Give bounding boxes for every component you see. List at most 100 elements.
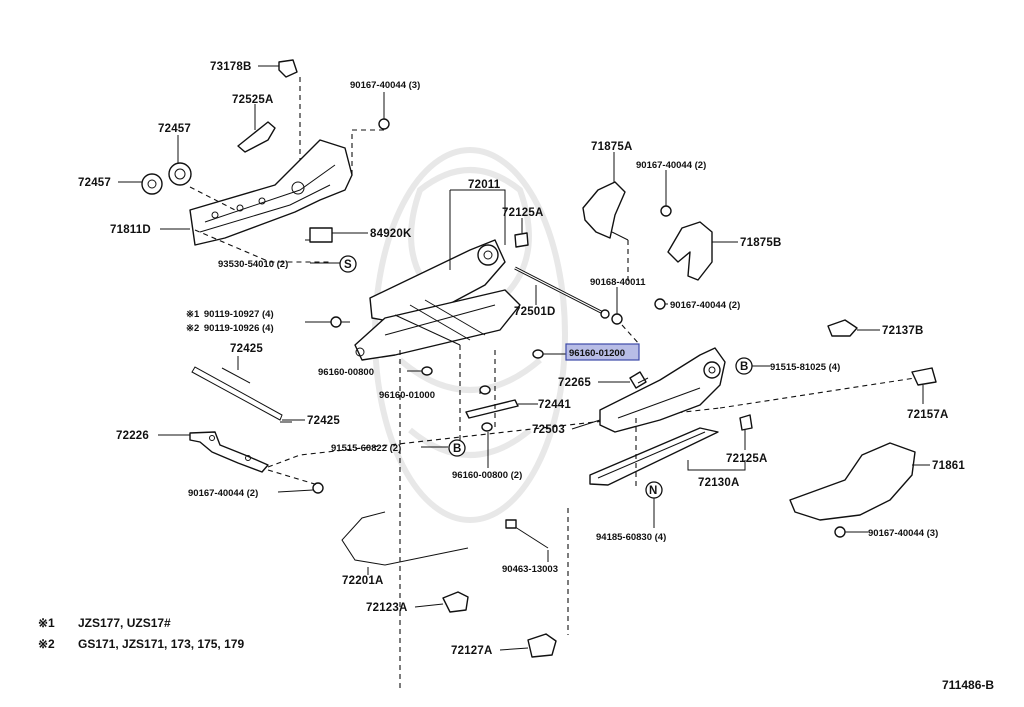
label-84920K[interactable]: 84920K (370, 228, 412, 240)
bolt-90167-40044-top[interactable] (378, 112, 390, 130)
label-72157A[interactable]: 72157A (907, 409, 948, 421)
ring-96160-00800-left[interactable] (421, 366, 433, 376)
part-labels: 73178B 72525A 72457 72457 71811D 90167-4… (78, 61, 965, 657)
callout-B-right-text: B (740, 361, 749, 373)
label-91515-60822[interactable]: 91515-60822 (2) (331, 443, 401, 454)
label-72457-lower[interactable]: 72457 (78, 177, 111, 189)
diagram-code: 711486-B (942, 678, 994, 692)
wire-72201A[interactable] (341, 511, 469, 566)
label-96160-01000[interactable]: 96160-01000 (379, 390, 435, 401)
cover-71875B[interactable] (667, 221, 713, 281)
label-72503[interactable]: 72503 (532, 424, 565, 436)
label-72226[interactable]: 72226 (116, 430, 149, 442)
label-72125A-top[interactable]: 72125A (502, 207, 543, 219)
bracket-84920K[interactable] (305, 227, 333, 243)
cover-71875A[interactable] (582, 181, 629, 241)
label-90119-10927[interactable]: ※1 90119-10927 (4) (186, 309, 274, 320)
label-71861[interactable]: 71861 (932, 460, 965, 472)
label-72123A[interactable]: 72123A (366, 602, 407, 614)
mark-2: ※2 (186, 323, 199, 334)
label-71875A[interactable]: 71875A (591, 141, 632, 153)
cover-72525A[interactable] (237, 121, 276, 153)
callout-B-center-text: B (453, 443, 462, 455)
footnote-text-1: JZS177, UZS17# (78, 616, 171, 630)
label-72457-upper[interactable]: 72457 (158, 123, 191, 135)
bolt-90167-40044-bottom-right[interactable] (834, 526, 846, 538)
nut-90168-40011[interactable] (611, 313, 623, 325)
label-90167-40044-2-mid[interactable]: 90167-40044 (2) (670, 300, 740, 311)
label-72137B[interactable]: 72137B (882, 325, 923, 337)
bolt-90167-40044-right-upper[interactable] (660, 205, 672, 217)
clip-72125A-top[interactable] (514, 232, 529, 248)
label-72425-lower[interactable]: 72425 (307, 415, 340, 427)
bracket-72157A[interactable] (911, 367, 937, 386)
label-72501D[interactable]: 72501D (514, 306, 555, 318)
footnote-mark-1: ※1 (38, 616, 55, 630)
label-96160-00800-2[interactable]: 96160-00800 (2) (452, 470, 522, 481)
label-72441[interactable]: 72441 (538, 399, 571, 411)
label-72125A-right[interactable]: 72125A (726, 453, 767, 465)
part-72265[interactable] (629, 371, 647, 389)
label-96160-00800[interactable]: 96160-00800 (318, 367, 374, 378)
label-90463-13003[interactable]: 90463-13003 (502, 564, 558, 575)
callout-S: S (339, 255, 357, 273)
label-72265[interactable]: 72265 (558, 377, 591, 389)
callout-N-text: N (649, 485, 658, 497)
ring-96160-01200[interactable] (532, 349, 544, 359)
callout-S-text: S (344, 259, 352, 271)
track-frame-72503[interactable] (599, 347, 726, 433)
label-90167-40044-2-upper[interactable]: 90167-40044 (2) (636, 160, 706, 171)
callout-B-center: B (448, 439, 466, 457)
label-72127A[interactable]: 72127A (451, 645, 492, 657)
bolt-90119[interactable] (330, 316, 350, 328)
label-72011[interactable]: 72011 (468, 179, 501, 191)
label-72201A[interactable]: 72201A (342, 575, 383, 587)
rail-72130A[interactable] (589, 427, 719, 486)
footnote-text-2: GS171, JZS171, 173, 175, 179 (78, 637, 244, 651)
rod-72501D[interactable] (514, 266, 610, 319)
callout-B-right: B (735, 357, 753, 375)
gear-72457-lower[interactable] (141, 173, 163, 195)
label-90119-10926-text: 90119-10926 (4) (204, 323, 274, 334)
label-96160-01200[interactable]: 96160-01200 (569, 348, 625, 359)
label-90119-10927-text: 90119-10927 (4) (204, 309, 274, 320)
label-90167-40044-3-bottom[interactable]: 90167-40044 (3) (868, 528, 938, 539)
label-71875B[interactable]: 71875B (740, 237, 781, 249)
bracket-72137B[interactable] (827, 319, 858, 337)
label-90167-40044-2-left[interactable]: 90167-40044 (2) (188, 488, 258, 499)
bracket-72226[interactable] (189, 431, 269, 473)
mark-1: ※1 (186, 309, 200, 320)
label-91515-81025[interactable]: 91515-81025 (4) (770, 362, 840, 373)
label-73178B[interactable]: 73178B (210, 61, 251, 73)
link-72441[interactable] (465, 399, 519, 419)
clip-72127A[interactable] (527, 633, 557, 658)
label-90167-40044-3-top[interactable]: 90167-40044 (3) (350, 80, 420, 91)
label-90168-40011[interactable]: 90168-40011 (590, 277, 646, 288)
ring-96160-01000[interactable] (479, 385, 491, 395)
clip-72125A-right[interactable] (739, 414, 753, 431)
label-93530-54010[interactable]: 93530-54010 (2) (218, 259, 288, 270)
highlight-box (565, 343, 640, 361)
spring-72425[interactable] (191, 366, 292, 423)
footnotes: ※1 JZS177, UZS17# ※2 GS171, JZS171, 173,… (38, 616, 244, 651)
track-frame-72011[interactable] (354, 239, 521, 361)
leader-lines (118, 65, 930, 651)
shield-71861[interactable] (789, 442, 916, 521)
label-72425-upper[interactable]: 72425 (230, 343, 263, 355)
clip-73178B[interactable] (278, 59, 298, 78)
ring-96160-00800-right[interactable] (481, 422, 493, 432)
label-72525A[interactable]: 72525A (232, 94, 273, 106)
bolt-90167-40044-right-mid[interactable] (654, 298, 666, 310)
bolt-90167-40044-left[interactable] (312, 482, 324, 494)
label-71811D[interactable]: 71811D (110, 224, 151, 236)
callout-N: N (645, 481, 663, 499)
clip-72123A[interactable] (442, 591, 469, 613)
footnote-mark-2: ※2 (38, 637, 55, 651)
label-90119-10926[interactable]: ※2 90119-10926 (4) (186, 323, 274, 334)
gear-72457-upper[interactable] (168, 162, 192, 186)
tie-90463-13003[interactable] (505, 519, 549, 549)
label-72130A[interactable]: 72130A (698, 477, 739, 489)
label-94185-60830[interactable]: 94185-60830 (4) (596, 532, 666, 543)
